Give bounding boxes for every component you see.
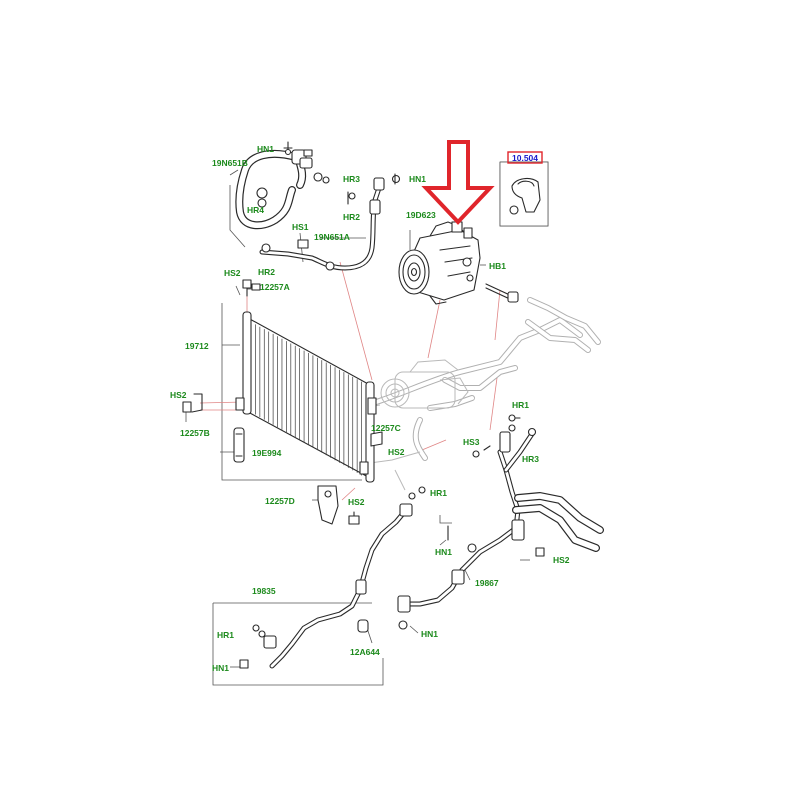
condenser-19712	[182, 311, 377, 483]
label-hr2: HR2	[343, 212, 360, 222]
label-12257B: 12257B	[180, 428, 210, 438]
label-hn1: HN1	[409, 174, 426, 184]
pipe-19867	[397, 414, 604, 630]
label-19E994: 19E994	[252, 448, 282, 458]
pipe-19N651A	[259, 173, 401, 271]
ac-compressor-19D623	[398, 221, 481, 305]
label-19N651A: 19N651A	[314, 232, 350, 242]
label-hs2: HS2	[224, 268, 241, 278]
pipe-19835	[239, 486, 449, 669]
bracket-12257D	[317, 485, 360, 525]
label-hr3: HR3	[343, 174, 360, 184]
label-hs2: HS2	[388, 447, 405, 457]
bracket-12257C	[370, 431, 383, 447]
installed-context-view	[361, 297, 601, 491]
bolt-hs2-top	[242, 279, 261, 297]
label-19712: 19712	[185, 341, 209, 351]
label-hr1: HR1	[217, 630, 234, 640]
installed-compressor	[380, 359, 469, 409]
label-hr4: HR4	[247, 205, 264, 215]
part-labels: HN1 19N651B HR3 HR4 HR2 HN1 19D623 HS1 1…	[170, 144, 570, 673]
label-hr2: HR2	[258, 267, 275, 277]
label-hn1: HN1	[212, 663, 229, 673]
bolt-hb1	[485, 283, 519, 303]
label-hr1: HR1	[512, 400, 529, 410]
clip-hn1-top	[283, 141, 293, 156]
hose-19N651B	[235, 149, 330, 230]
label-19D623: 19D623	[406, 210, 436, 220]
label-12A644: 12A644	[350, 647, 380, 657]
red-down-arrow	[421, 140, 495, 225]
label-19835: 19835	[252, 586, 276, 596]
label-19N651B: 19N651B	[212, 158, 248, 168]
label-hs3: HS3	[463, 437, 480, 447]
label-hs2: HS2	[553, 555, 570, 565]
label-hr3: HR3	[522, 454, 539, 464]
label-hn1: HN1	[257, 144, 274, 154]
label-12257A: 12257A	[260, 282, 290, 292]
label-12257D: 12257D	[265, 496, 295, 506]
pipe-fitting-icon	[509, 177, 541, 215]
label-hn1: HN1	[435, 547, 452, 557]
label-hs1: HS1	[292, 222, 309, 232]
label-hn1: HN1	[421, 629, 438, 639]
label-hs2: HS2	[170, 390, 187, 400]
callout-label: 10.504	[512, 153, 538, 163]
label-hs2: HS2	[348, 497, 365, 507]
clip-hr-top	[347, 191, 356, 205]
label-hb1: HB1	[489, 261, 506, 271]
label-hr1: HR1	[430, 488, 447, 498]
callout-box: 10.504	[499, 151, 549, 227]
label-19867: 19867	[475, 578, 499, 588]
label-12257C: 12257C	[371, 423, 401, 433]
